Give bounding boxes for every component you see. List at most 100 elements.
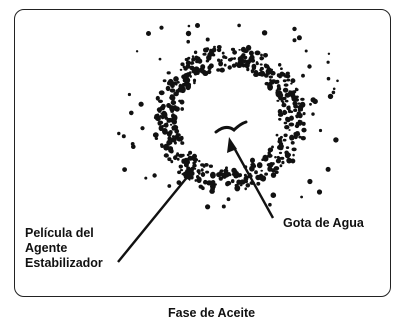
film-particle [231, 172, 238, 177]
film-particle [285, 116, 290, 122]
film-particle [227, 173, 232, 177]
film-particle [295, 121, 300, 126]
film-particle [277, 139, 283, 144]
film-particle [201, 186, 205, 191]
film-particle [194, 179, 198, 182]
film-particle [152, 132, 159, 138]
film-particle [218, 176, 223, 181]
film-particle [275, 158, 281, 164]
film-particle [222, 55, 226, 59]
scattered-particle [292, 38, 297, 43]
film-particle [276, 99, 280, 102]
film-particle [275, 90, 280, 95]
film-particle [179, 169, 184, 172]
film-particle [240, 55, 243, 58]
film-particle [217, 58, 221, 62]
film-particle [216, 47, 222, 53]
film-particle [220, 59, 223, 62]
scattered-particle [327, 93, 334, 100]
film-particle [294, 98, 300, 102]
scattered-particle [309, 102, 312, 106]
film-particle [225, 166, 228, 169]
film-particle [177, 170, 182, 175]
scattered-particle [138, 101, 144, 107]
film-particle [280, 156, 285, 160]
film-particle [156, 113, 160, 116]
scattered-particle [331, 90, 336, 95]
scattered-particle [261, 30, 268, 36]
scattered-particle [129, 110, 134, 116]
water-arrowhead [227, 137, 237, 153]
film-particle [168, 130, 173, 135]
scattered-particle [226, 197, 231, 202]
film-particle [193, 81, 196, 85]
film-particle [236, 62, 243, 68]
film-particle [198, 67, 205, 73]
film-particle [185, 63, 191, 69]
film-particle [155, 95, 160, 101]
film-particle [244, 62, 250, 69]
scattered-particle [327, 52, 331, 55]
film-particle [280, 72, 286, 77]
film-particle [274, 170, 279, 174]
film-particle [185, 82, 189, 86]
film-particle [176, 152, 180, 155]
film-particle [173, 76, 179, 82]
film-particle [271, 145, 274, 149]
film-particle [230, 179, 235, 184]
film-particle [264, 64, 270, 69]
scattered-particle [140, 126, 145, 131]
film-particle [169, 88, 176, 93]
film-particle [170, 160, 174, 164]
film-particle [277, 86, 282, 91]
film-particle [212, 47, 217, 53]
film-particle [244, 187, 247, 191]
scattered-particle [307, 178, 313, 185]
film-particle [266, 163, 272, 167]
film-particle [260, 53, 263, 57]
film-particle [167, 157, 172, 162]
film-particle [202, 52, 207, 56]
film-particle [198, 159, 201, 163]
scattered-particle [122, 167, 127, 173]
scattered-particle [296, 35, 302, 41]
film-particle [161, 111, 168, 119]
film-particle [235, 62, 238, 65]
film-particle [223, 63, 227, 67]
oil-phase-caption: Fase de Aceite [168, 306, 256, 320]
film-particle [178, 83, 183, 89]
film-particle [283, 133, 288, 138]
diagram-frame [14, 9, 391, 297]
film-particle [258, 174, 265, 181]
film-particle [224, 170, 229, 175]
film-particle [246, 59, 252, 64]
film-particle [270, 70, 276, 76]
film-particle [207, 65, 212, 71]
film-particle [288, 122, 295, 127]
film-particle [289, 115, 294, 121]
film-particle [289, 134, 295, 141]
film-particle [162, 127, 168, 135]
scattered-particle [292, 26, 297, 32]
film-particle [264, 74, 267, 78]
film-particle [294, 87, 298, 91]
film-particle [291, 147, 297, 152]
scattered-particle [152, 173, 157, 178]
film-particle [269, 78, 272, 82]
stabilizer-film-particles [152, 44, 307, 194]
film-arrow [117, 169, 194, 263]
film-particle [173, 141, 177, 145]
film-particle [239, 184, 243, 187]
film-particle [166, 71, 171, 75]
film-particle [159, 91, 165, 95]
film-particle [189, 61, 195, 65]
film-particle [271, 79, 276, 83]
film-particle [277, 109, 283, 114]
film-particle [169, 148, 174, 154]
scattered-particle [326, 60, 330, 64]
film-particle [210, 171, 216, 179]
film-particle [259, 56, 264, 61]
film-particle [238, 49, 241, 51]
scattered-particle [167, 184, 172, 188]
